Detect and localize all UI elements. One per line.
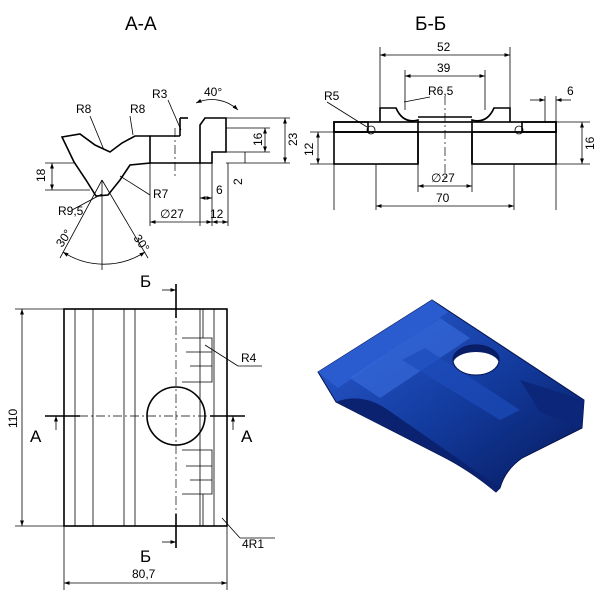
aa-d23: 23 bbox=[286, 132, 300, 146]
plan-d110: 110 bbox=[6, 409, 20, 428]
aa-d6: 6 bbox=[216, 183, 223, 197]
section-bb-title: Б-Б bbox=[415, 14, 446, 35]
section-aa: А-А R8 R8 R3 40° 23 16 2 bbox=[34, 14, 300, 270]
aa-r7: R7 bbox=[153, 187, 169, 201]
aa-angle30-right: 30° bbox=[131, 232, 153, 255]
aa-angle40: 40° bbox=[204, 85, 222, 99]
bb-d16: 16 bbox=[583, 136, 597, 150]
model-3d bbox=[317, 299, 585, 493]
aa-r9-5: R9,5 bbox=[58, 204, 84, 218]
bb-d52: 52 bbox=[437, 40, 451, 54]
plan-cut-b-bottom: Б bbox=[140, 547, 151, 566]
plan-cut-a-right: А bbox=[241, 427, 253, 446]
aa-dia27: ∅27 bbox=[160, 207, 184, 221]
plan-r1: 4R1 bbox=[242, 537, 264, 551]
aa-d18: 18 bbox=[34, 168, 48, 182]
bb-r5: R5 bbox=[324, 89, 340, 103]
aa-d12: 12 bbox=[210, 207, 224, 221]
aa-d16: 16 bbox=[251, 132, 265, 146]
plan-d80-7: 80,7 bbox=[132, 567, 156, 581]
aa-d2: 2 bbox=[231, 178, 245, 185]
bb-d12: 12 bbox=[302, 142, 316, 156]
bb-d39: 39 bbox=[437, 61, 451, 75]
aa-r3: R3 bbox=[152, 87, 168, 101]
aa-r8-right: R8 bbox=[130, 102, 146, 116]
aa-r8-left: R8 bbox=[76, 102, 92, 116]
bb-d70: 70 bbox=[436, 191, 450, 205]
bb-dia27: ∅27 bbox=[431, 171, 455, 185]
plan-view: R4 4R1 Б Б А А 110 80,7 bbox=[6, 272, 275, 590]
section-aa-right-block bbox=[199, 117, 227, 164]
plan-cut-b-top: Б bbox=[140, 272, 151, 291]
plan-cut-a-left: А bbox=[30, 427, 42, 446]
plan-r4: R4 bbox=[241, 351, 257, 365]
section-aa-title: А-А bbox=[125, 14, 157, 35]
aa-angle30-left: 30° bbox=[53, 227, 75, 250]
bb-r6-5: R6,5 bbox=[428, 84, 454, 98]
bb-d6: 6 bbox=[567, 84, 574, 98]
section-bb: Б-Б 52 39 R6,5 R5 6 12 bbox=[302, 14, 597, 210]
